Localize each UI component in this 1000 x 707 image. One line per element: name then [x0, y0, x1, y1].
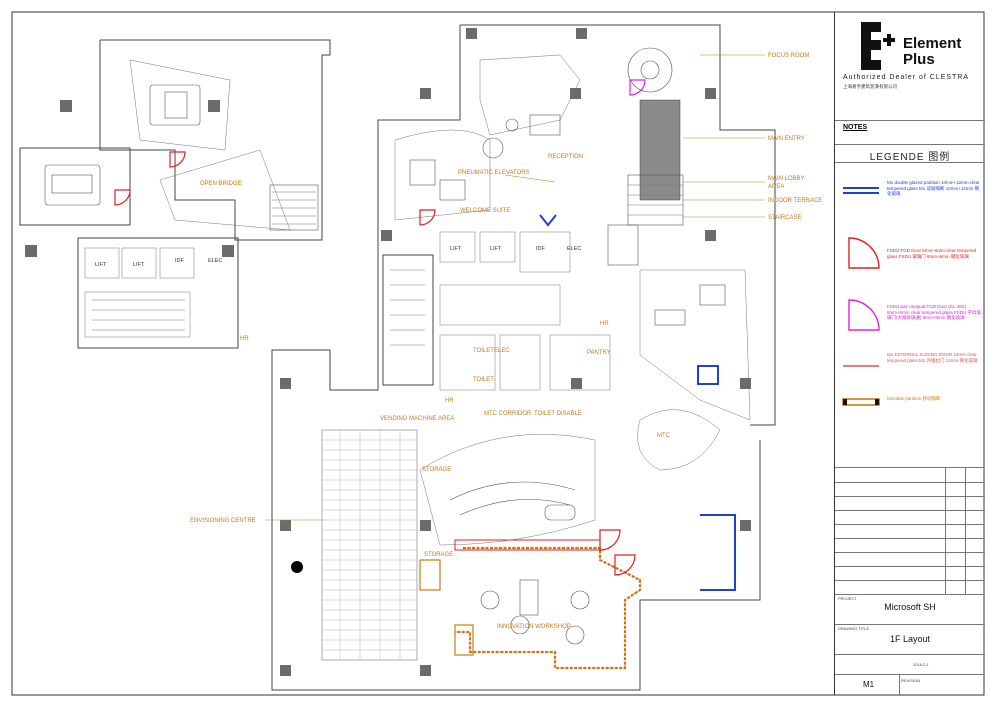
label-mtc-corridor: MTC CORRIDOR	[484, 411, 532, 417]
label-indoor-terrace: INDOOR TERRACE	[768, 198, 822, 204]
legend-text-movable: Movable partition 移动隔断	[887, 396, 941, 401]
west-wing	[19, 39, 331, 349]
drawing-date: 2018.2.1	[913, 662, 929, 667]
legend-text-fgd: FSDU FGD Door 6mm+6mm clear tempered gla…	[887, 248, 977, 259]
label-idf-1: IDF	[175, 258, 185, 264]
label-open-bridge: OPEN BRIDGE	[200, 181, 242, 187]
label-toilet-2: TOILET	[473, 377, 494, 383]
sheet-border	[11, 11, 985, 696]
legend-swatch-red-door	[848, 237, 880, 269]
legend-swatch-magenta-door	[848, 299, 880, 331]
column-marker-dot	[291, 561, 303, 573]
label-staircase: STAIRCASE	[768, 215, 802, 221]
label-toilet-1: TOILET	[473, 348, 494, 354]
label-hr-3: HR	[240, 336, 249, 342]
label-lift-1: LIFT	[95, 262, 107, 268]
legend-text-sliding: M1 EXTERNAL SLIDING DOOR 12mm clear temp…	[887, 352, 978, 363]
legend-swatch-blue	[843, 187, 879, 194]
label-reception: RECEPTION	[548, 154, 583, 160]
label-hr-1: HR	[600, 321, 609, 327]
label-vending-machine: VENDING MACHINE AREA	[380, 416, 454, 422]
project-name: Microsoft SH	[884, 602, 936, 612]
label-innovation-workshop: INNOVATION WORKSHOP	[497, 624, 571, 630]
dealer-line: Authorized Dealer of CLESTRA	[843, 74, 970, 81]
label-hr-2: HR	[445, 398, 454, 404]
label-lift-3: LIFT	[450, 246, 462, 252]
main-building	[271, 24, 776, 691]
company-cn: 上海易亨建筑装潢有限公司	[843, 84, 897, 89]
label-focus-room: FOCUS ROOM	[768, 53, 809, 59]
title-block: Element Plus Authorized Dealer of CLESTR…	[834, 12, 985, 695]
label-elec-3: ELEC	[494, 348, 510, 354]
drawing-title: 1F Layout	[889, 634, 931, 644]
label-pneumatic-elevators: PNEUMATIC ELEVATORS	[458, 170, 530, 176]
sheet-number: M1	[863, 680, 875, 689]
notes-heading: NOTES	[843, 124, 868, 131]
label-toilet-disable: TOILET DISABLE	[534, 411, 582, 417]
label-main-lobby: MAIN LOBBY	[768, 176, 805, 182]
brand-name: Element Plus	[903, 35, 962, 68]
legend-heading: LEGENDE 图例	[869, 152, 951, 163]
label-elec-1: ELEC	[208, 258, 222, 264]
label-envisioning-centre: ENVISIONING CENTRE	[190, 518, 256, 524]
legend-text-glazed: M1 double glazed partition 10mm+12mm cle…	[887, 180, 980, 196]
label-main-entry: MAIN ENTRY	[768, 136, 805, 142]
label-area: AREA	[768, 184, 784, 190]
revision-label: REVISION	[901, 678, 921, 683]
label-elec-2: ELEC	[567, 246, 581, 252]
plan-labels: FOCUS ROOM MAIN ENTRY RECEPTION PNEUMATI…	[95, 53, 822, 630]
element-plus-logo	[861, 22, 895, 70]
label-mtc: MTC	[657, 433, 671, 439]
label-storage-1: STORAGE	[422, 467, 451, 473]
label-idf-2: IDF	[536, 246, 546, 252]
label-pantry: PANTRY	[587, 350, 611, 356]
label-storage-2: STORAGE	[424, 552, 453, 558]
label-leaders	[265, 54, 765, 521]
project-label: PROJECT	[838, 596, 857, 601]
legend-swatch-sliding	[843, 365, 879, 367]
label-welcome-suite: WELCOME SUITE	[460, 208, 510, 214]
label-lift-2: LIFT	[133, 262, 145, 268]
label-lift-4: LIFT	[490, 246, 502, 252]
legend-swatch-movable	[842, 398, 880, 406]
legend-text-pair: FSDU pair unequal FGD Door (CL-300) 6mm+…	[887, 304, 981, 320]
drawing-title-label: DRAWING TITLE	[838, 626, 870, 631]
